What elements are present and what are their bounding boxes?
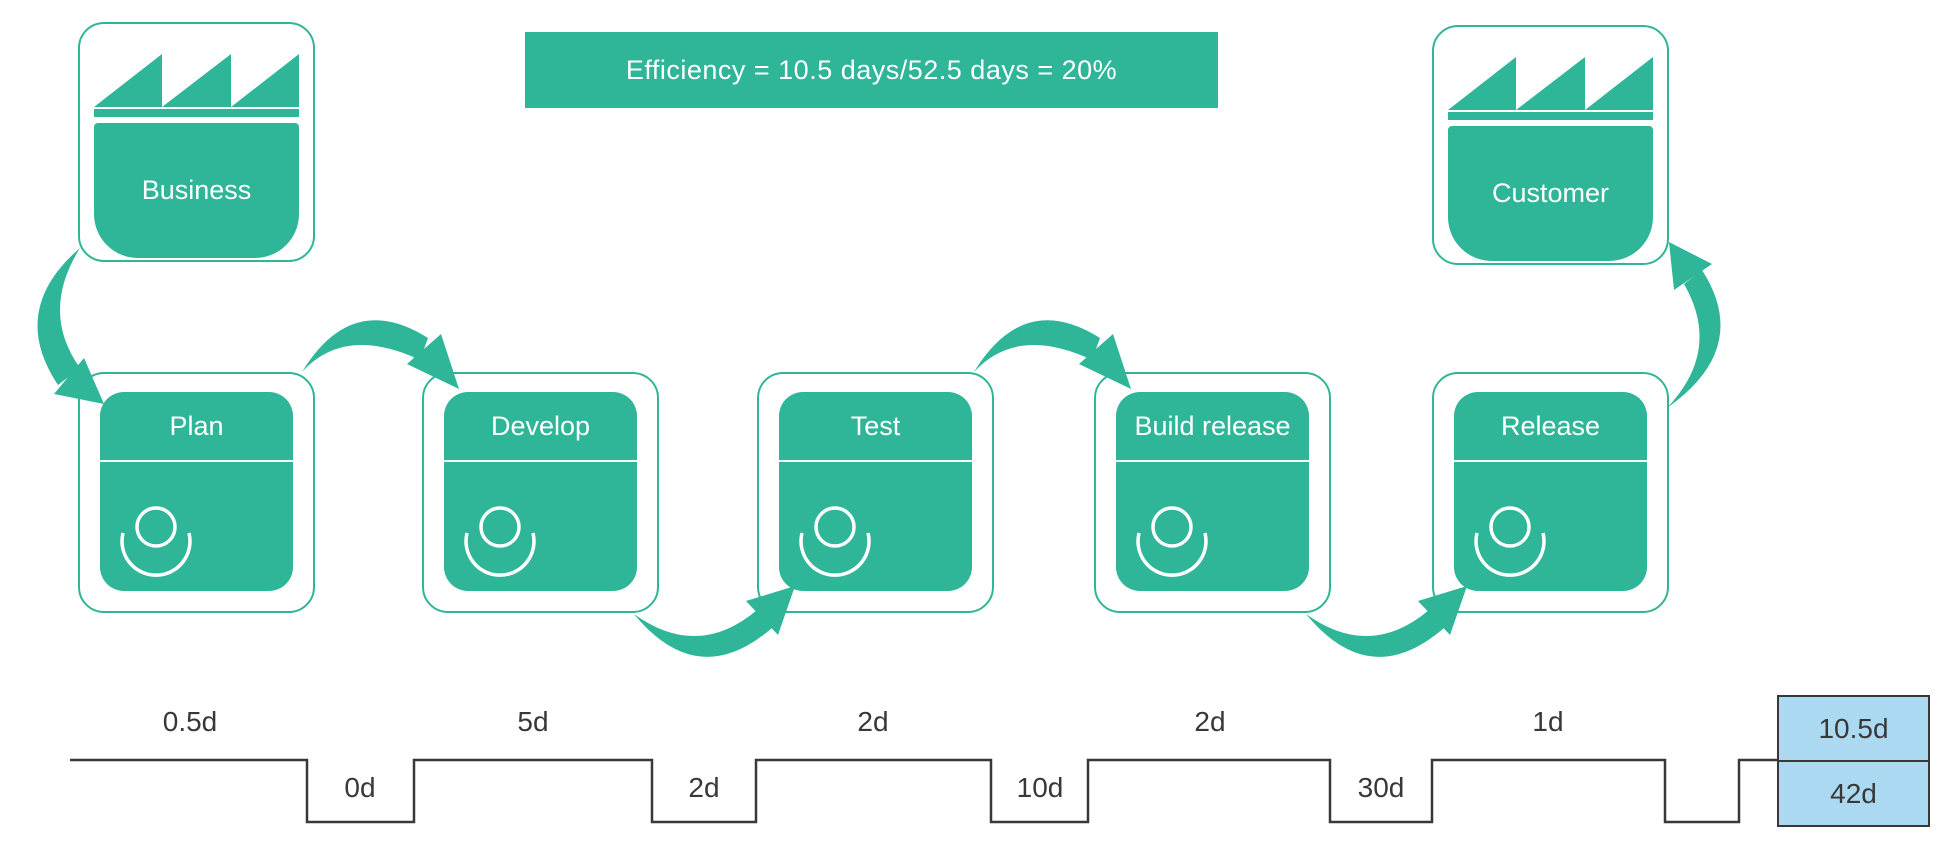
arrowhead bbox=[1669, 242, 1712, 290]
business-entity-box: Business bbox=[78, 22, 315, 262]
wait-time-label: 0d bbox=[344, 772, 376, 803]
arrowhead bbox=[746, 586, 795, 635]
factory-icon bbox=[94, 54, 299, 117]
process-time-label: 1d bbox=[1532, 706, 1564, 737]
arrow-release-to-customer bbox=[1667, 270, 1721, 408]
wait-time-label: 2d bbox=[688, 772, 720, 803]
operator-icon bbox=[1136, 506, 1208, 577]
customer-label-area: Customer bbox=[1448, 126, 1653, 261]
totals-box: 10.5d 42d bbox=[1777, 695, 1930, 827]
process-time-label: 5d bbox=[517, 706, 549, 737]
process-label: Plan bbox=[169, 410, 224, 441]
arrowhead bbox=[407, 334, 459, 389]
arrow-business-to-plan bbox=[37, 248, 80, 385]
arrow-build-to-release bbox=[1306, 610, 1444, 657]
process-label: Test bbox=[850, 410, 901, 441]
arrowhead bbox=[1418, 586, 1467, 635]
arrow-test-to-build bbox=[974, 320, 1100, 372]
process-box-develop: Develop bbox=[422, 372, 659, 613]
divider bbox=[1454, 460, 1647, 462]
process-label: Develop bbox=[490, 410, 591, 441]
process-time-label: 2d bbox=[857, 706, 889, 737]
total-process-time: 10.5d bbox=[1779, 697, 1928, 762]
process-time-label: 2d bbox=[1194, 706, 1226, 737]
wait-time-label: 10d bbox=[1016, 772, 1064, 803]
arrow-plan-to-develop bbox=[302, 320, 428, 372]
process-box-plan: Plan bbox=[78, 372, 315, 613]
business-label: Business bbox=[141, 175, 252, 205]
process-label: Release bbox=[1500, 410, 1601, 441]
process-time-label: 0.5d bbox=[162, 706, 218, 737]
divider bbox=[779, 460, 972, 462]
operator-icon bbox=[464, 506, 536, 577]
operator-icon bbox=[799, 506, 871, 577]
divider bbox=[444, 460, 637, 462]
efficiency-banner: Efficiency = 10.5 days/52.5 days = 20% bbox=[525, 32, 1218, 108]
total-lead-time: 42d bbox=[1830, 777, 1877, 809]
process-box-release: Release bbox=[1432, 372, 1669, 613]
arrowhead bbox=[54, 358, 104, 404]
process-label: Build release bbox=[1134, 410, 1291, 441]
business-label-area: Business bbox=[94, 123, 299, 258]
divider bbox=[1116, 460, 1309, 462]
efficiency-text: Efficiency = 10.5 days/52.5 days = 20% bbox=[625, 54, 1118, 85]
customer-label: Customer bbox=[1491, 178, 1610, 208]
operator-icon bbox=[120, 506, 192, 577]
customer-entity-box: Customer bbox=[1432, 25, 1669, 265]
wait-time-label: 30d bbox=[1357, 772, 1405, 803]
process-box-test: Test bbox=[757, 372, 994, 613]
divider bbox=[100, 460, 293, 462]
process-box-build-release: Build release bbox=[1094, 372, 1331, 613]
operator-icon bbox=[1474, 506, 1546, 577]
arrowhead bbox=[1079, 334, 1131, 389]
arrow-develop-to-test bbox=[634, 610, 772, 657]
factory-icon bbox=[1448, 57, 1653, 120]
